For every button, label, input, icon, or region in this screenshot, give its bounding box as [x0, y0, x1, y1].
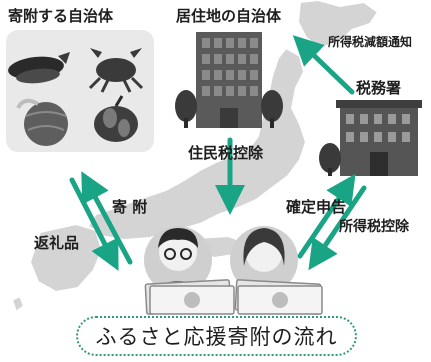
meat-icon	[8, 52, 70, 84]
arrow-tax-return	[297, 173, 356, 259]
caption-text: ふるさと応援寄附の流れ	[95, 325, 338, 349]
donation-label: 寄 附	[112, 198, 148, 216]
crab-icon	[88, 48, 144, 93]
caption-box: ふるさと応援寄附の流れ	[76, 316, 357, 356]
resident-tax-deduction-label: 住民税控除	[188, 144, 264, 162]
arrow-donation	[81, 171, 133, 265]
arrow-income-tax-deduction	[308, 185, 367, 271]
man-avatar-icon	[144, 226, 212, 294]
residence-municipality-label: 居住地の自治体	[176, 7, 282, 25]
melon-icon	[16, 98, 68, 146]
income-tax-reduction-notice-label: 所得税減額通知	[328, 35, 413, 49]
income-tax-deduction-label: 所得税控除	[339, 219, 409, 235]
arrow-return-gift	[69, 177, 119, 271]
arrow-notice-to-residence	[292, 35, 355, 95]
fruit-icon	[94, 95, 138, 142]
flow-arrows	[69, 35, 367, 271]
tax-office-building-icon	[319, 100, 422, 176]
tax-office-label: 税務署	[356, 79, 402, 97]
return-gift-label: 返礼品	[34, 234, 80, 252]
banknote-icon	[144, 279, 323, 315]
tax-return-label: 確定申告	[286, 198, 347, 216]
donation-municipality-label: 寄附する自治体	[8, 7, 114, 25]
city-hall-building-icon	[175, 32, 283, 128]
